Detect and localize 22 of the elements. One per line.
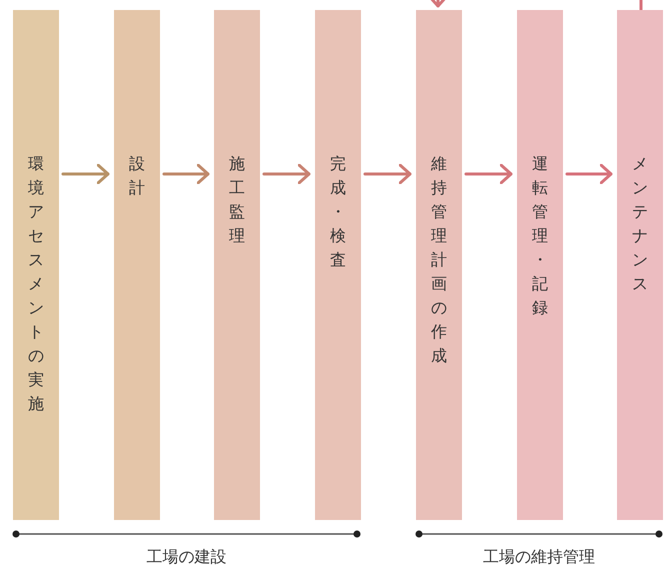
step-label: 維持管理計画の作成 — [431, 153, 447, 367]
process-bar — [114, 10, 160, 520]
process-bar — [617, 10, 663, 520]
group-label: 工場の維持管理 — [483, 547, 595, 568]
process-bar — [517, 10, 563, 520]
step-label: 環境アセスメントの実施 — [28, 153, 44, 415]
step-label: 完成・検査 — [330, 153, 346, 271]
arrow — [364, 164, 412, 184]
step-label: メンテナンス — [632, 153, 648, 295]
step-label: 運転管理・記録 — [532, 153, 548, 319]
arrow — [162, 164, 210, 184]
arrow — [62, 164, 110, 184]
step-label: 施工監理 — [229, 153, 245, 247]
group-label: 工場の建設 — [146, 547, 226, 568]
process-bar — [13, 10, 59, 520]
arrow — [464, 164, 512, 184]
process-bar — [214, 10, 260, 520]
step-label: 設計 — [129, 153, 145, 199]
process-bar — [315, 10, 361, 520]
arrow — [262, 164, 310, 184]
arrow — [566, 164, 612, 184]
process-bar — [416, 10, 462, 520]
